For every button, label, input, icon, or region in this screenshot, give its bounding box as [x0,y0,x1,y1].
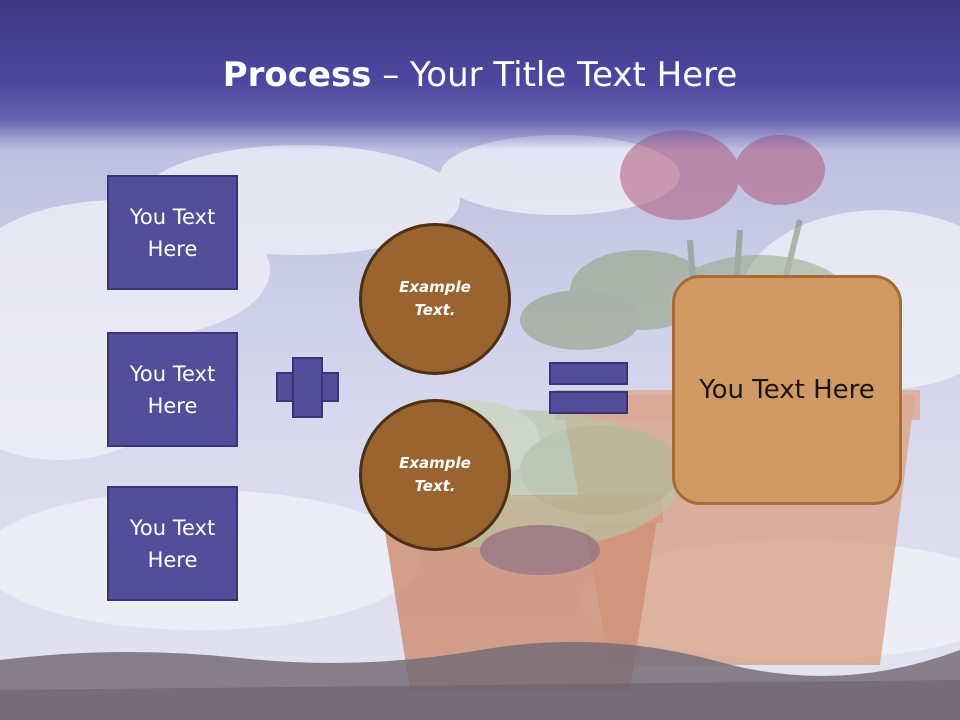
input-box-3-line2: Here [147,547,198,572]
result-box: You Text Here [672,275,902,505]
input-box-2-line1: You Text [129,361,216,386]
header-band [0,0,960,150]
input-box-2-line2: Here [147,393,198,418]
example-circle-1-line2: Text. [414,301,456,319]
equals-icon-top-bar [549,362,628,385]
slide-title: Process – Your Title Text Here [0,50,960,100]
input-box-3-line1: You Text [129,515,216,540]
example-circle-2-line1: Example [399,454,471,472]
equals-icon-bottom-bar [549,391,628,414]
title-rest: – Your Title Text Here [371,55,738,95]
plus-icon-center [294,374,321,400]
title-bold: Process [222,55,372,95]
example-circle-1-line1: Example [399,278,471,296]
result-label: You Text Here [699,375,875,405]
input-box-1-line1: You Text [129,204,216,229]
input-box-1-line2: Here [147,236,198,261]
example-circle-2-line2: Text. [414,477,456,495]
